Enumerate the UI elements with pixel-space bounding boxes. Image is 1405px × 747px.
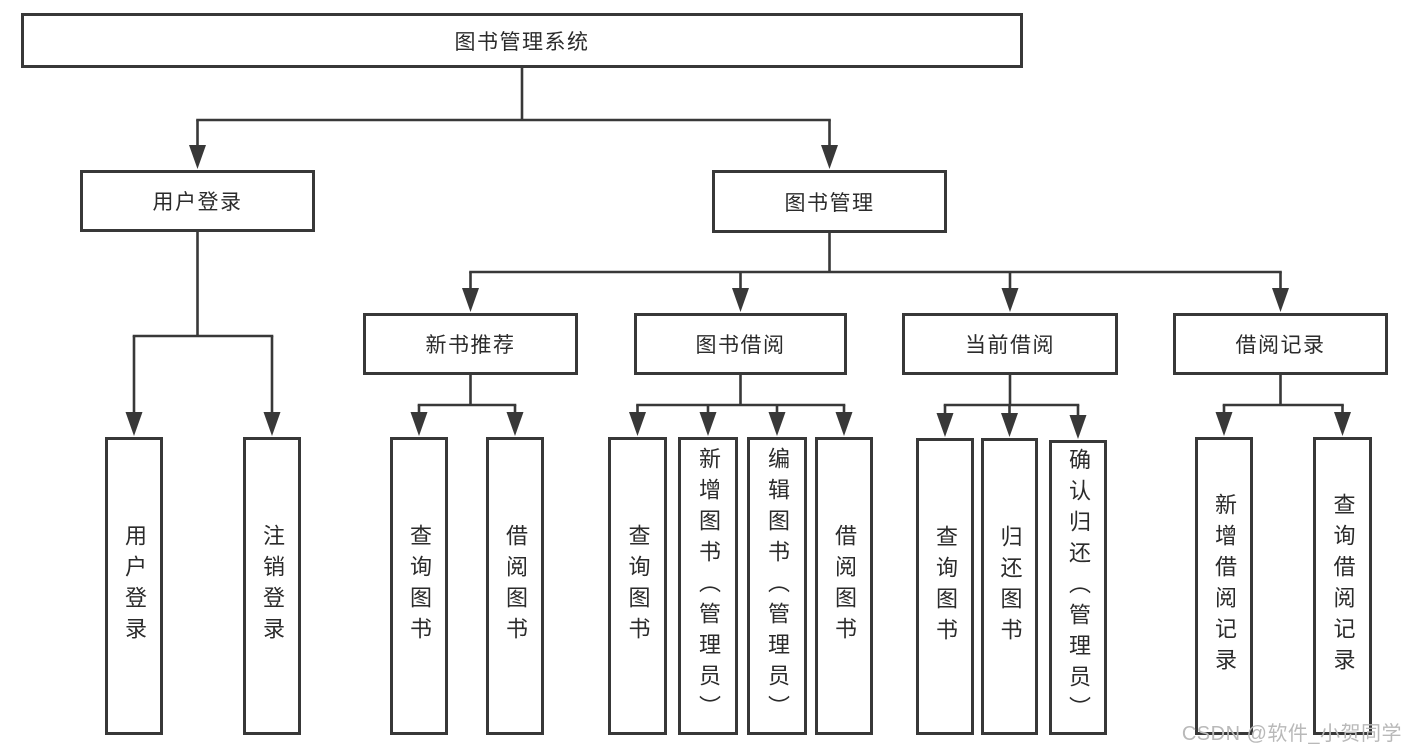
node-return-books: 归还图书 bbox=[981, 438, 1038, 735]
node-borrowing-records: 借阅记录 bbox=[1173, 313, 1388, 375]
arrowhead-icon bbox=[1215, 412, 1233, 436]
node-current-borrowing: 当前借阅 bbox=[902, 313, 1118, 375]
arrowhead-icon bbox=[1334, 412, 1351, 436]
arrowhead-icon bbox=[732, 288, 749, 312]
arrowhead-icon bbox=[506, 412, 524, 436]
node-borrow-books-rec: 借阅图书 bbox=[486, 437, 544, 735]
arrowhead-icon bbox=[410, 412, 428, 436]
node-book-management: 图书管理 bbox=[712, 170, 947, 233]
node-confirm-return-admin: 确认归还（管理员） bbox=[1049, 440, 1107, 735]
node-user-login-leaf: 用户登录 bbox=[105, 437, 163, 735]
node-book-borrowing: 图书借阅 bbox=[634, 313, 847, 375]
arrowhead-icon bbox=[1001, 413, 1018, 437]
node-user-login-group: 用户登录 bbox=[80, 170, 315, 232]
node-query-borrow-record: 查询借阅记录 bbox=[1313, 437, 1372, 735]
node-add-borrow-record: 新增借阅记录 bbox=[1195, 437, 1253, 735]
arrowhead-icon bbox=[462, 288, 479, 312]
arrowhead-icon bbox=[1001, 288, 1019, 312]
arrowhead-icon bbox=[835, 412, 853, 436]
arrowhead-icon bbox=[263, 412, 281, 436]
arrowhead-icon bbox=[821, 145, 838, 169]
node-root: 图书管理系统 bbox=[21, 13, 1023, 68]
watermark: CSDN @软件_小贺同学 bbox=[1181, 723, 1402, 745]
node-edit-books-admin: 编辑图书（管理员） bbox=[747, 437, 807, 735]
arrowhead-icon bbox=[1069, 415, 1087, 439]
node-new-book-recommend: 新书推荐 bbox=[363, 313, 578, 375]
node-borrow-books-borrow: 借阅图书 bbox=[815, 437, 873, 735]
node-add-books-admin: 新增图书（管理员） bbox=[678, 437, 738, 735]
arrowhead-icon bbox=[768, 412, 786, 436]
node-query-books-rec: 查询图书 bbox=[390, 437, 448, 735]
arrowhead-icon bbox=[699, 412, 717, 436]
node-query-books-current: 查询图书 bbox=[916, 438, 974, 735]
arrowhead-icon bbox=[936, 413, 954, 437]
arrowhead-icon bbox=[629, 412, 646, 436]
node-logout-leaf: 注销登录 bbox=[243, 437, 301, 735]
arrowhead-icon bbox=[1272, 288, 1289, 312]
node-query-books-borrow: 查询图书 bbox=[608, 437, 667, 735]
arrowhead-icon bbox=[125, 412, 143, 436]
arrowhead-icon bbox=[189, 145, 206, 169]
